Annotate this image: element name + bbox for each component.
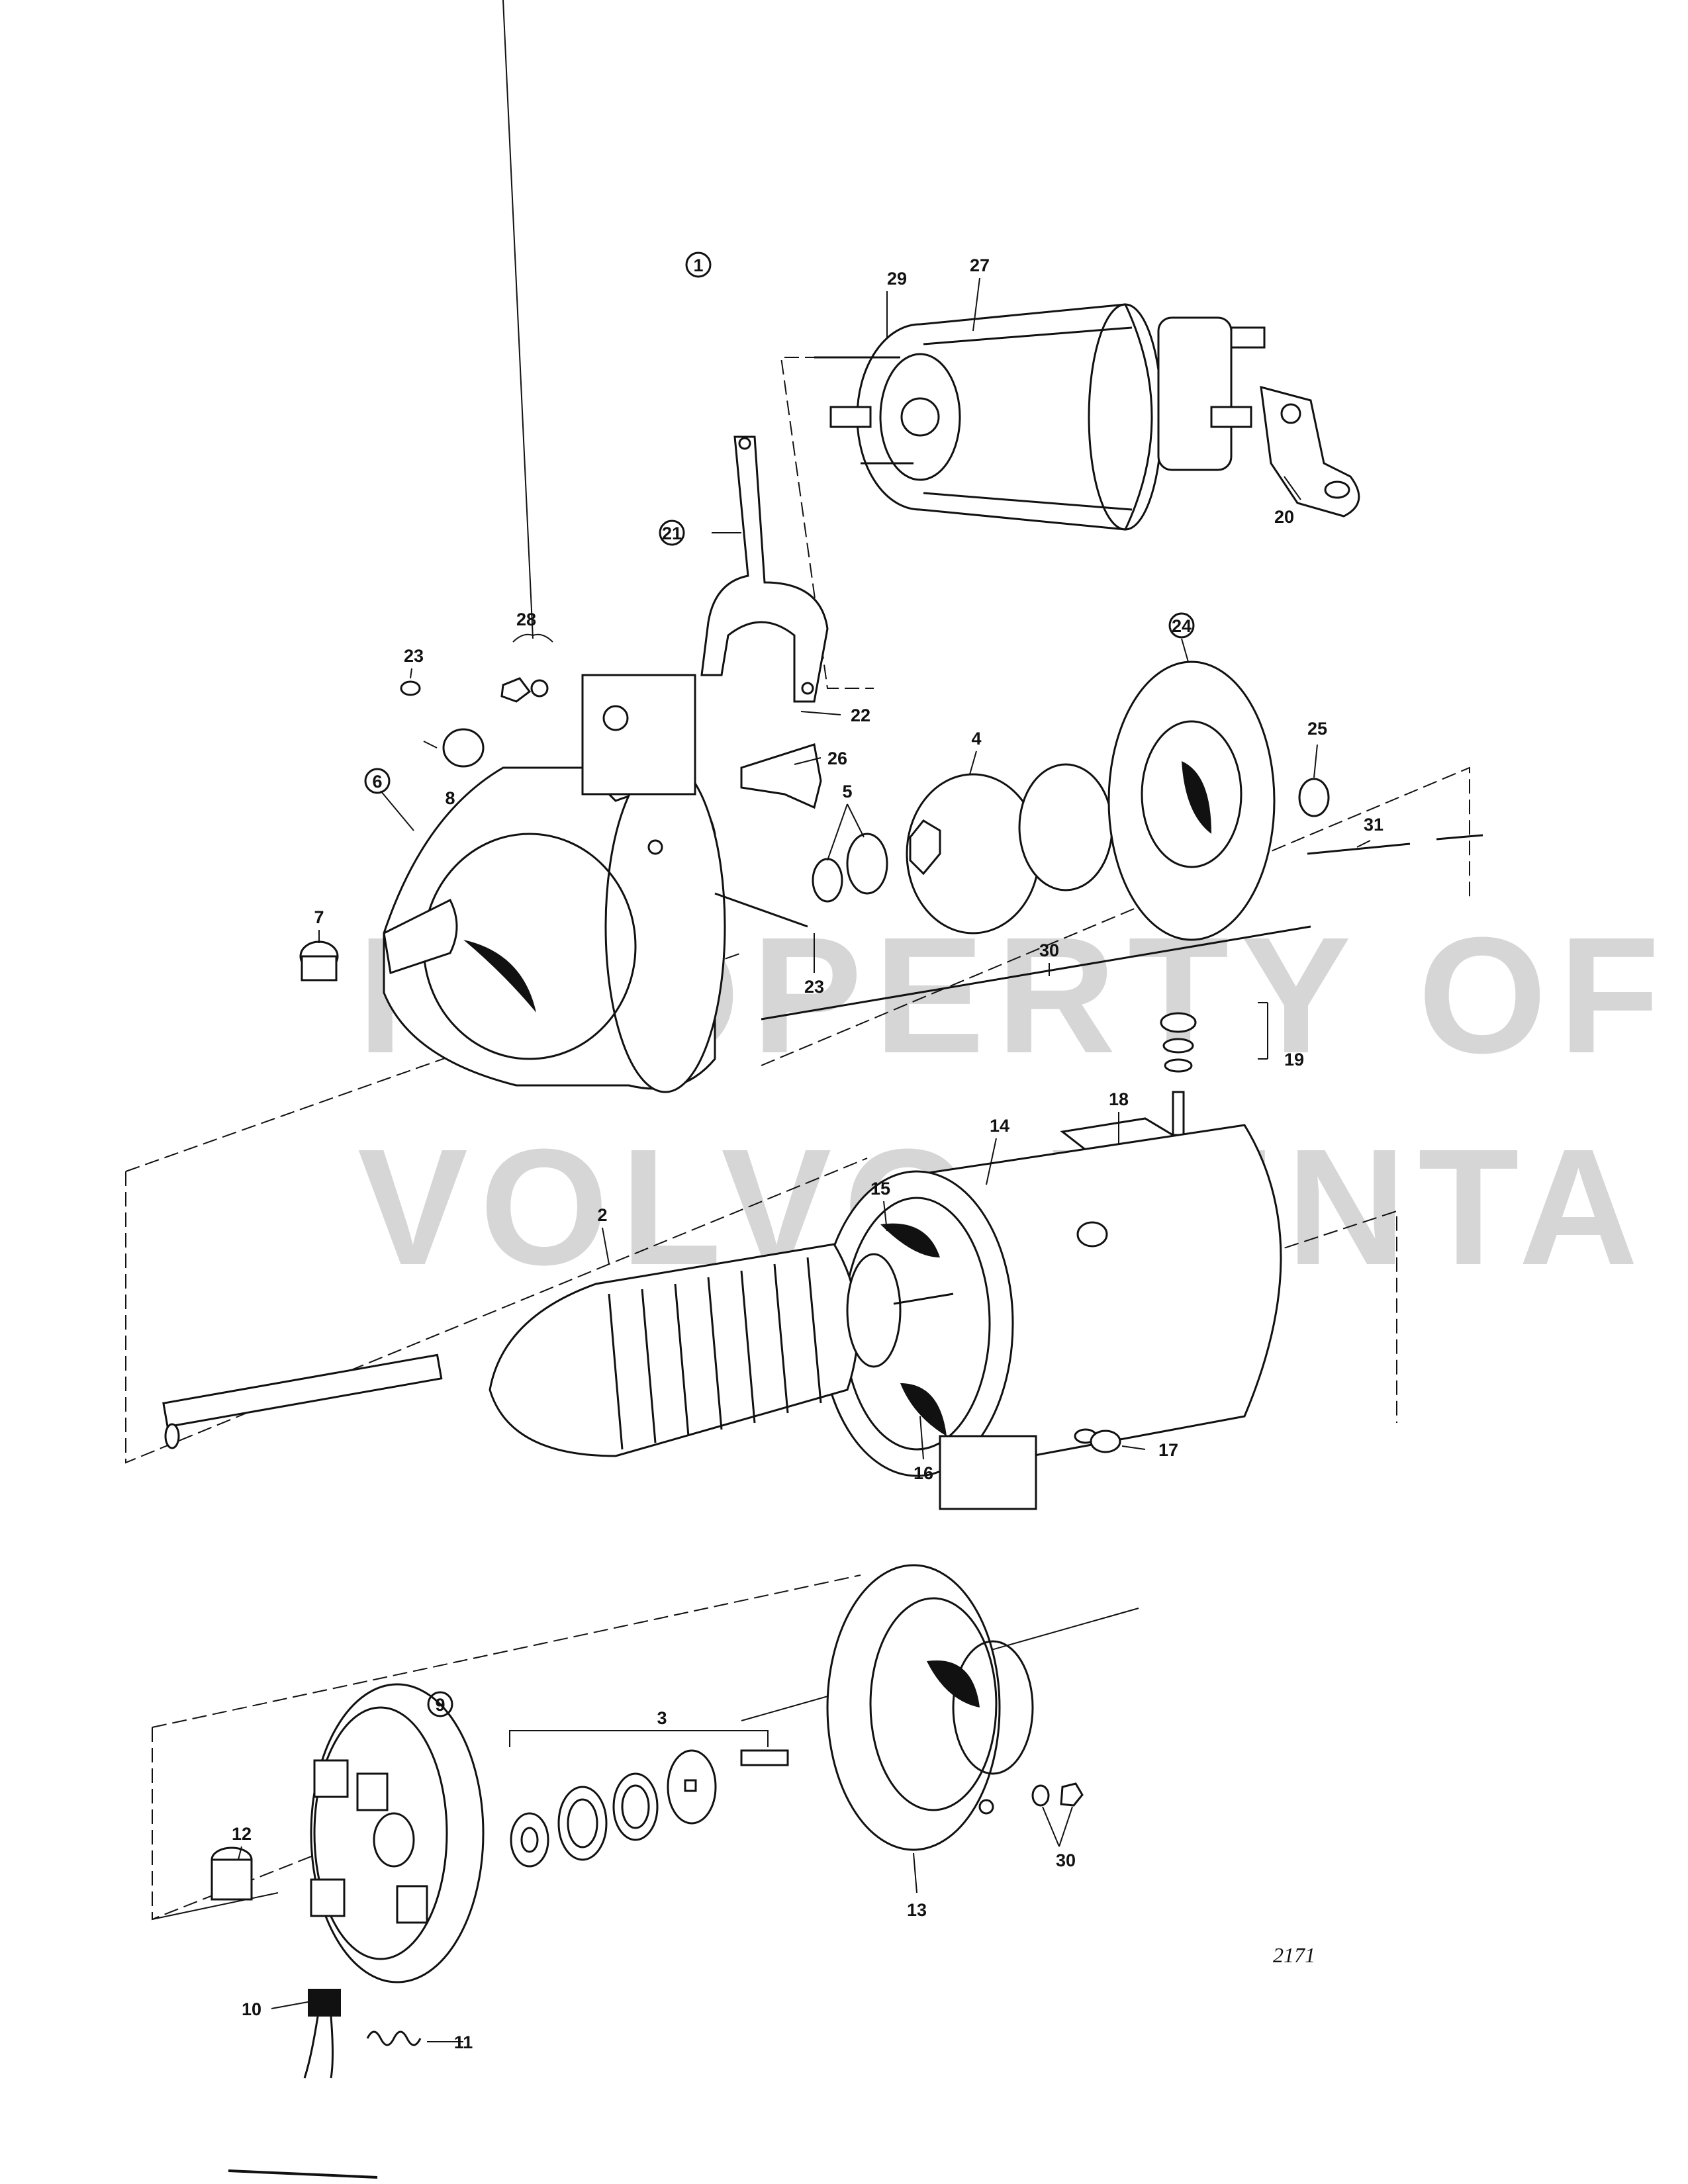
callout-7: 7: [314, 907, 324, 927]
armature-lamination-lines: [608, 1257, 822, 1450]
callout-2: 2: [597, 1205, 607, 1225]
shift-fork-lever: [700, 435, 829, 703]
callout-12: 12: [232, 1824, 252, 1844]
callout-18: 18: [1109, 1089, 1129, 1109]
bushing-and-rods: [761, 778, 1483, 1021]
intermediate-bearing-plate: [1107, 660, 1276, 941]
page-rule: [228, 2169, 378, 2179]
commutator-end-frame: [826, 1564, 1034, 1851]
callout-19: 19: [1284, 1050, 1304, 1069]
callout-1: 1: [693, 255, 703, 275]
brush-holder-plate: [310, 1683, 485, 1983]
drive-end-housing: [383, 674, 726, 1093]
terminal-hardware: [1060, 1012, 1197, 1156]
pinion-drive: [812, 763, 1113, 934]
callout-9: 9: [435, 1695, 445, 1715]
callout-15: 15: [870, 1179, 890, 1199]
callout-23-upper: 23: [404, 646, 424, 666]
callout-28: 28: [516, 610, 536, 629]
callout-leader-lines: [238, 0, 1371, 2042]
thrust-washers: [510, 1749, 789, 1868]
callout-4: 4: [971, 729, 981, 749]
callout-23-lower: 23: [804, 977, 824, 997]
terminal-bracket: [1260, 385, 1360, 518]
solenoid: [814, 303, 1266, 531]
callout-10: 10: [242, 1999, 261, 2019]
callout-20: 20: [1274, 507, 1294, 527]
callout-6: 6: [372, 772, 382, 792]
armature: [162, 1243, 954, 1457]
callout-labels: 1 2 3 4 5 6 7 8 9 10 11 12 13 14 15 16 1…: [232, 251, 1383, 2052]
callout-26: 26: [827, 749, 847, 768]
callout-14: 14: [990, 1116, 1009, 1136]
small-parts-upper: [299, 677, 822, 981]
callout-25: 25: [1307, 719, 1327, 739]
callout-21: 21: [662, 523, 682, 543]
callout-27: 27: [970, 255, 990, 275]
callout-16: 16: [914, 1463, 933, 1483]
figure-number: 2171: [1273, 1943, 1315, 1967]
callout-11: 11: [454, 2032, 473, 2052]
brush-and-spring: [211, 1846, 422, 2079]
field-frame: [820, 1124, 1282, 1510]
callout-13: 13: [907, 1900, 927, 1920]
callout-22: 22: [851, 705, 870, 725]
callout-29: 29: [887, 269, 907, 289]
callout-30-upper: 30: [1039, 940, 1059, 960]
callout-17: 17: [1158, 1440, 1178, 1460]
callout-5: 5: [842, 782, 852, 801]
callout-31: 31: [1364, 815, 1383, 835]
callout-30-lower: 30: [1056, 1850, 1076, 1870]
callout-24: 24: [1172, 616, 1192, 636]
callout-8: 8: [445, 788, 455, 808]
nut-and-washer-lower: [1031, 1782, 1084, 1807]
callout-3: 3: [657, 1708, 667, 1728]
